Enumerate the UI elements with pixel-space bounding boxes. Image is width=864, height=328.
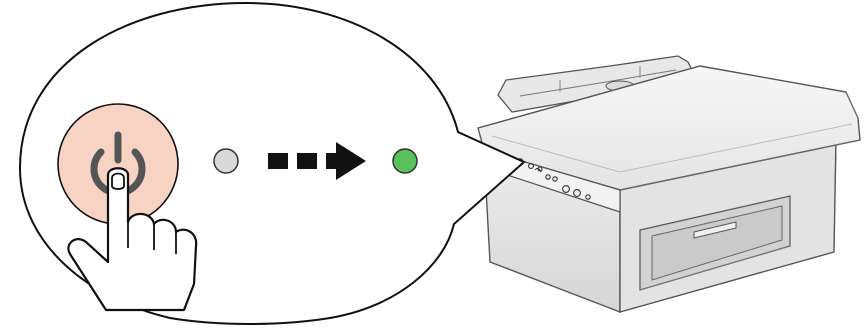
status-light-off [214,149,238,173]
printer-scanner-icon [478,56,860,312]
status-light-on [393,149,417,173]
